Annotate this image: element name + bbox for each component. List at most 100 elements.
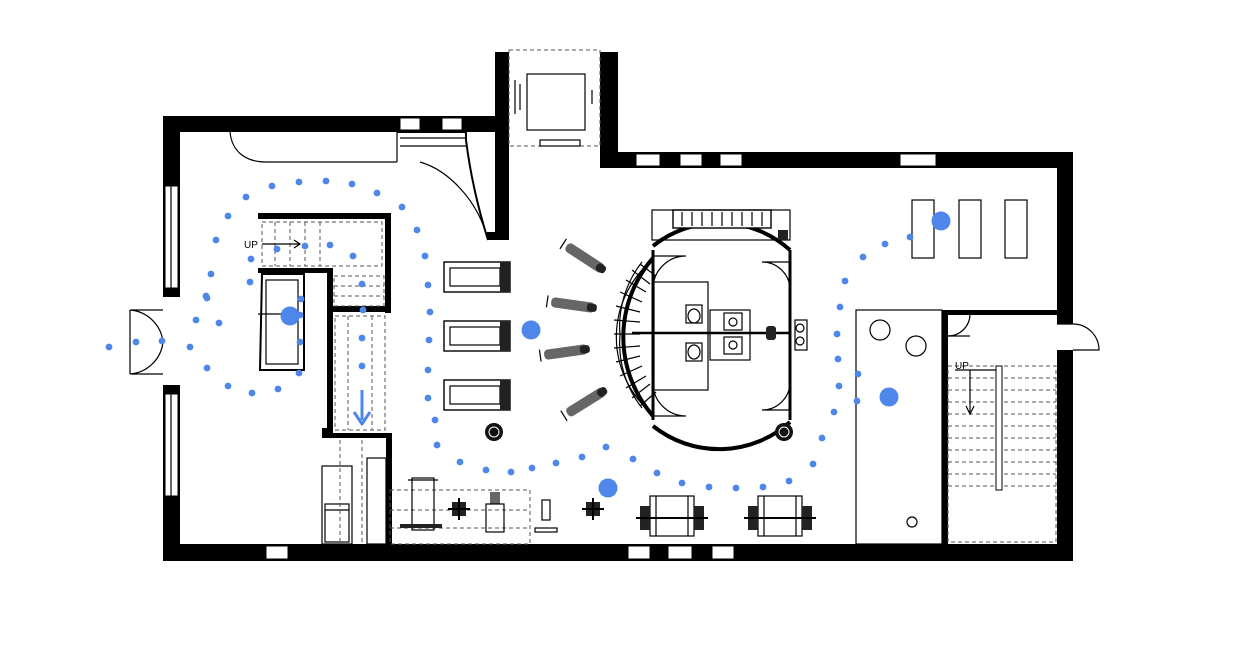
path-dot (552, 459, 560, 467)
treadmill (443, 379, 511, 411)
elevator (508, 49, 601, 147)
path-dot (158, 337, 166, 345)
path-dot (425, 336, 433, 344)
path-dot (203, 294, 211, 302)
path-dot (759, 483, 767, 491)
path-dot (578, 453, 586, 461)
path-dot (507, 468, 515, 476)
path-dot (424, 366, 432, 374)
path-dot (421, 252, 429, 260)
single-station (534, 499, 558, 533)
stair-left: UP (244, 213, 391, 438)
path-dot (785, 477, 793, 485)
path-dot (653, 469, 661, 477)
lower-left-rooms (321, 428, 392, 545)
path-dot (424, 394, 432, 402)
path-dot (835, 382, 843, 390)
hotspot-markers (280, 211, 951, 498)
path-dot (853, 397, 861, 405)
path-dot (456, 458, 464, 466)
entrance-doors (129, 295, 180, 387)
treadmill (443, 320, 511, 352)
path-dot (732, 484, 740, 492)
squat-rack (744, 495, 816, 537)
path-dot (424, 281, 432, 289)
windows (164, 117, 937, 560)
path-dot (301, 242, 309, 250)
path-dot (834, 355, 842, 363)
cable-station (485, 492, 505, 533)
path-dot (358, 362, 366, 370)
path-dot (273, 245, 281, 253)
arrow-down-icon (352, 390, 372, 426)
hotspot-marker (280, 306, 300, 326)
path-dot (215, 319, 223, 327)
path-dot (247, 255, 255, 263)
path-dot (836, 303, 844, 311)
path-dot (358, 334, 366, 342)
path-dot (678, 479, 686, 487)
path-dot (602, 443, 610, 451)
path-dot (433, 441, 441, 449)
central-pod (613, 209, 808, 452)
medicine-balls (485, 423, 793, 441)
path-dot (242, 193, 250, 201)
path-dot (426, 308, 434, 316)
path-dot (830, 408, 838, 416)
hotspot-marker (931, 211, 951, 231)
path-dot (248, 389, 256, 397)
stair-right: UP (947, 361, 1057, 543)
path-dot (212, 236, 220, 244)
path-dot (482, 466, 490, 474)
path-dot (274, 385, 282, 393)
circulation-path (105, 177, 914, 492)
path-dot (809, 460, 817, 468)
path-dot (192, 316, 200, 324)
path-dot (224, 212, 232, 220)
path-dot (268, 182, 276, 190)
bench-rack (400, 477, 442, 531)
path-dot (359, 306, 367, 314)
stair-right-up-label: UP (955, 361, 969, 372)
path-dot (186, 343, 194, 351)
path-dot (841, 277, 849, 285)
path-dot (295, 369, 303, 377)
right-room (855, 309, 1100, 545)
squat-rack (636, 495, 708, 537)
treadmill (443, 261, 511, 293)
weight-plate (448, 498, 470, 520)
reception-curve (229, 131, 509, 241)
spin-bikes (538, 238, 608, 422)
path-dot (358, 280, 366, 288)
path-dot (413, 226, 421, 234)
path-dot (818, 434, 826, 442)
path-dot (246, 278, 254, 286)
hotspot-marker (879, 387, 899, 407)
path-dot (349, 252, 357, 260)
stair-left-up-label: UP (244, 240, 258, 251)
path-dot (295, 178, 303, 186)
path-dot (528, 464, 536, 472)
benches (911, 199, 1028, 259)
path-dot (854, 370, 862, 378)
weight-plate (582, 498, 604, 520)
path-dot (207, 270, 215, 278)
path-dot (859, 253, 867, 261)
path-dot (322, 177, 330, 185)
path-dot (629, 455, 637, 463)
path-dot (297, 295, 305, 303)
path-dot (296, 338, 304, 346)
path-dot (833, 330, 841, 338)
path-dot (881, 240, 889, 248)
path-dot (348, 180, 356, 188)
weights-zone (389, 477, 816, 545)
hotspot-marker (521, 320, 541, 340)
path-dot (203, 364, 211, 372)
path-dot (373, 189, 381, 197)
path-dot (326, 241, 334, 249)
path-dot (906, 233, 914, 241)
treadmills (443, 261, 511, 411)
path-dot (132, 338, 140, 346)
path-dot (398, 203, 406, 211)
